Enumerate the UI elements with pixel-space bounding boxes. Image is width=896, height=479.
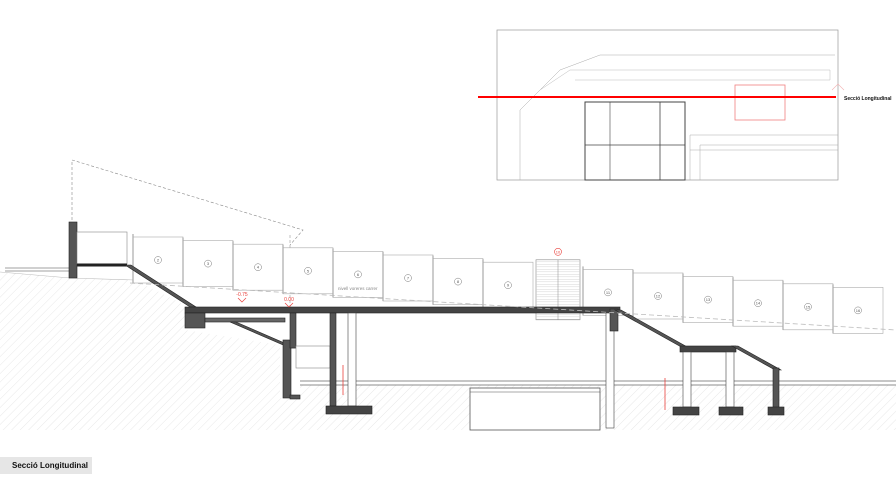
panel-number: 14 — [756, 301, 761, 306]
key-plan — [478, 29, 845, 181]
panel-number: 7 — [407, 276, 410, 281]
key-plan-section-label: Secció Longitudinal — [844, 96, 892, 102]
panel-number: 16 — [856, 308, 861, 313]
panel-number: 2 — [157, 258, 160, 263]
panel-number: 11 — [606, 290, 611, 295]
panel-number: 6 — [357, 272, 360, 277]
street-level-label: nivell voreres carrer — [338, 286, 378, 291]
panel-number: 13 — [706, 297, 711, 302]
panel-number: 3 — [207, 261, 210, 266]
panel-number: 8 — [457, 279, 460, 284]
panel-number: 5 — [307, 268, 310, 273]
fence-panel: 15 — [782, 280, 834, 331]
fence-panel: 5 — [282, 244, 334, 295]
svg-text:0.00: 0.00 — [284, 297, 294, 303]
fence-panel: 4 — [232, 241, 284, 291]
fence-panel: 14 — [732, 277, 784, 327]
fence-panel: 2 — [132, 234, 184, 284]
fence-panel: 6 — [332, 248, 384, 298]
panel-number: 9 — [507, 283, 510, 288]
drawing-caption: Secció Longitudinal — [0, 457, 92, 474]
fence-panel: 3 — [182, 237, 234, 287]
level-marker-zero: 0.00 — [284, 297, 294, 308]
fence-panel: 13 — [682, 273, 734, 323]
fence-panel: 12 — [632, 270, 684, 320]
caption-text: Secció Longitudinal — [11, 461, 88, 470]
fence-panel: 16 — [832, 284, 884, 334]
fence-panel: 9 — [482, 259, 534, 309]
panel-number: 15 — [806, 304, 811, 309]
fence-panel: 8 — [432, 255, 484, 305]
panel-number: 12 — [656, 294, 661, 299]
fence-panel: 7 — [382, 252, 434, 302]
svg-text:-0.75: -0.75 — [236, 292, 248, 298]
panel-number: 4 — [257, 265, 260, 270]
panel-number: 10 — [556, 249, 561, 254]
structure — [5, 221, 785, 429]
level-marker-minus: -0.75 — [236, 292, 248, 303]
terrain — [0, 271, 896, 431]
